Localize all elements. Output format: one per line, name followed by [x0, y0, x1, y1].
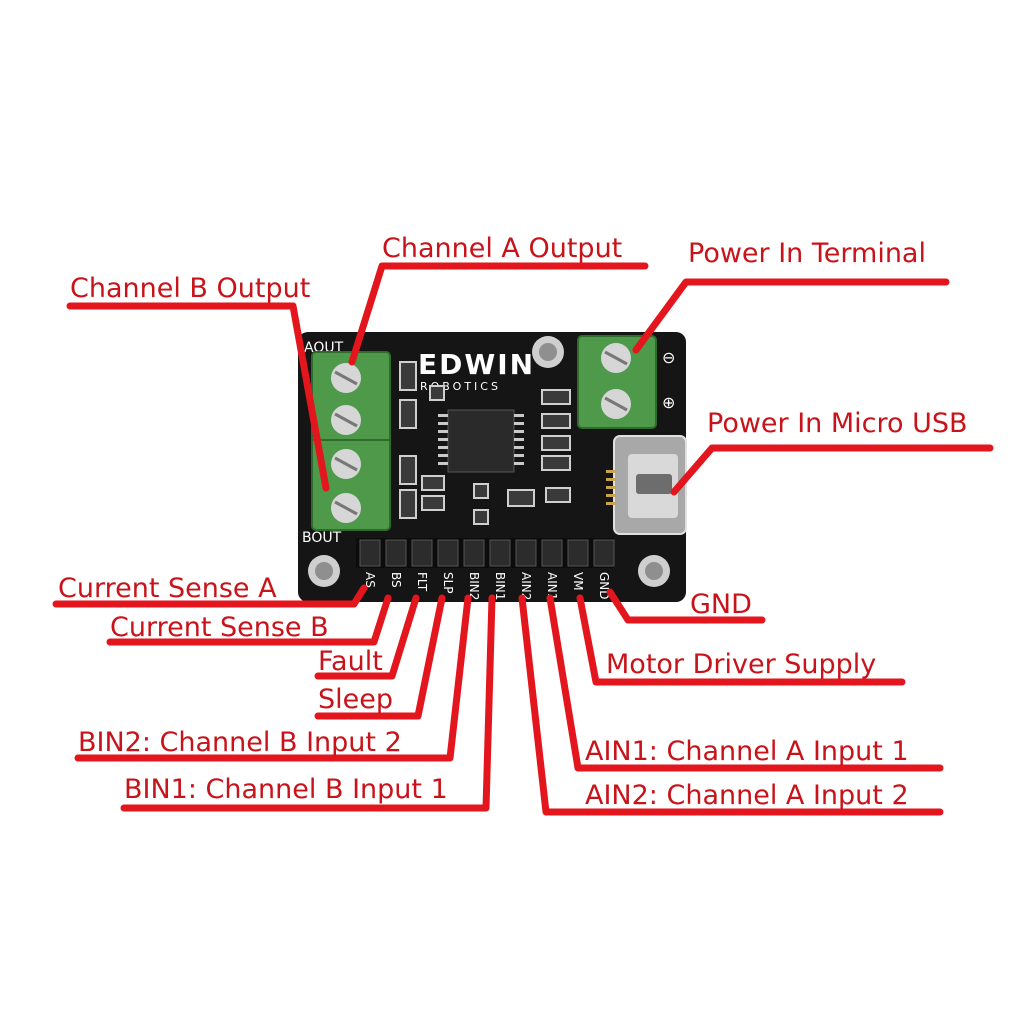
mounting-hole-bottom-left	[308, 555, 340, 587]
callout-power-in-terminal: Power In Terminal	[688, 238, 926, 269]
leader-bin1	[120, 594, 496, 812]
pin-label-ain1: AIN1	[545, 572, 559, 600]
leader-sleep	[314, 594, 446, 720]
pin-label-bin1: BIN1	[493, 572, 507, 600]
leader-motor-driver-supply	[576, 594, 906, 686]
leader-current-sense-a	[52, 584, 368, 608]
leader-ain2	[518, 594, 944, 816]
leader-lines	[52, 262, 994, 816]
pin-label-bin2: BIN2	[467, 572, 481, 600]
mounting-hole-top	[532, 336, 564, 368]
header-pin-row	[356, 538, 615, 568]
pin-label-as: AS	[363, 572, 377, 588]
leader-channel-b-output	[66, 302, 330, 492]
pin-label-flt: FLT	[415, 572, 429, 592]
brand-logo: EDWIN	[418, 348, 535, 381]
callout-labels: Channel A Output Channel B Output Power …	[58, 233, 968, 811]
callout-ain1: AIN1: Channel A Input 1	[585, 736, 909, 767]
output-screw-terminal	[311, 351, 391, 531]
svg-text:⊖: ⊖	[662, 348, 675, 367]
leader-gnd	[606, 588, 766, 624]
leader-fault	[314, 594, 420, 680]
svg-text:⊕: ⊕	[662, 393, 675, 412]
smd-components	[399, 361, 571, 525]
pcb-board: EDWIN ROBOTICS AOUT BOUT	[298, 332, 687, 602]
callout-bin2: BIN2: Channel B Input 2	[78, 727, 402, 758]
pin-label-ain2: AIN2	[519, 572, 533, 600]
callout-sleep: Sleep	[318, 684, 393, 715]
pin-label-slp: SLP	[441, 572, 455, 594]
callout-channel-a-output: Channel A Output	[382, 233, 622, 264]
mounting-hole-bottom-right	[638, 555, 670, 587]
callout-fault: Fault	[318, 646, 383, 677]
leader-power-in-micro-usb	[670, 444, 994, 496]
micro-usb-port	[606, 435, 687, 535]
leader-ain1	[546, 594, 944, 772]
leader-current-sense-b	[106, 594, 392, 646]
callout-current-sense-b: Current Sense B	[110, 612, 329, 643]
pin-label-bs: BS	[389, 572, 403, 588]
pin-labels: AS BS FLT SLP BIN2 BIN1 AIN2 AIN1 VM GND	[363, 572, 611, 600]
power-screw-terminal: ⊖ ⊕	[577, 335, 675, 429]
leader-power-in-terminal	[632, 278, 950, 354]
callout-motor-driver-supply: Motor Driver Supply	[606, 649, 876, 680]
callout-channel-b-output: Channel B Output	[70, 273, 310, 304]
silk-bout-label: BOUT	[302, 530, 342, 546]
callout-power-in-micro-usb: Power In Micro USB	[707, 408, 968, 439]
callout-bin1: BIN1: Channel B Input 1	[124, 774, 448, 805]
callout-gnd: GND	[690, 589, 752, 620]
leader-channel-a-output	[348, 262, 649, 366]
driver-ic-chip	[438, 409, 524, 473]
callout-current-sense-a: Current Sense A	[58, 573, 277, 604]
pin-label-vm: VM	[571, 572, 585, 591]
leader-bin2	[74, 594, 472, 762]
callout-ain2: AIN2: Channel A Input 2	[585, 780, 909, 811]
